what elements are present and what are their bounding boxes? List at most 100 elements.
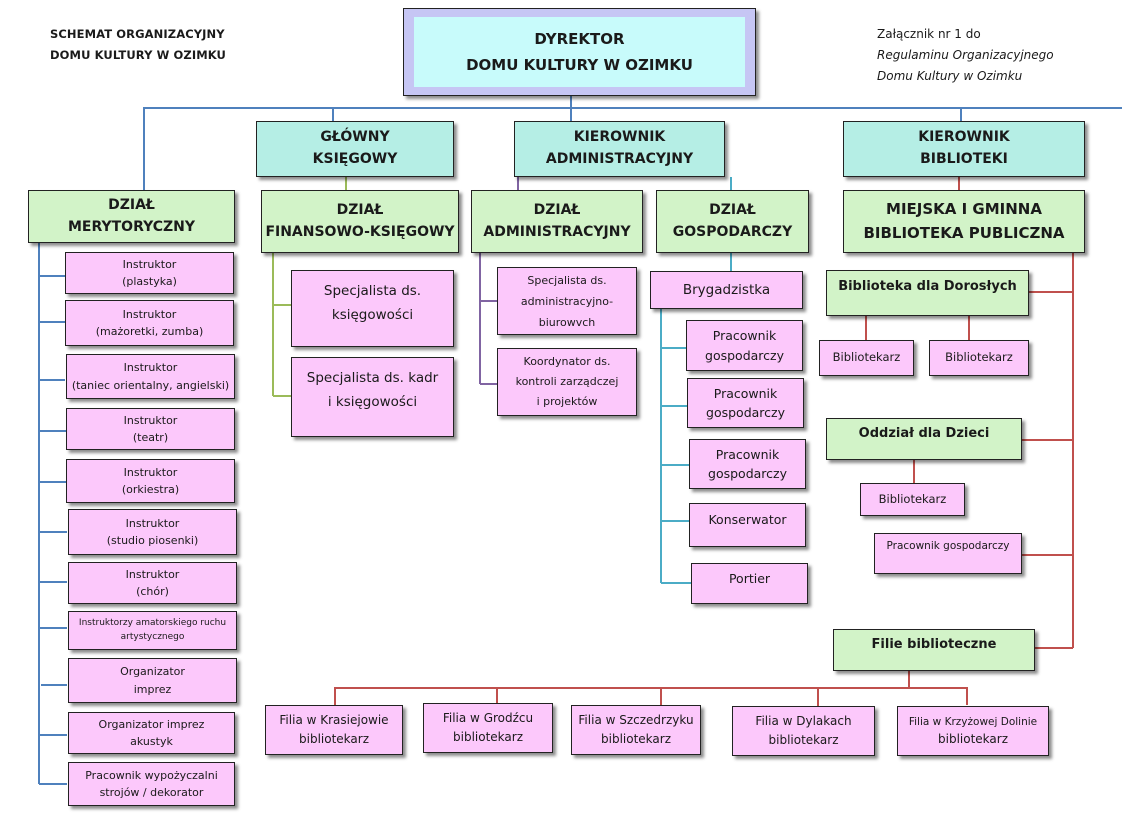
position-box[interactable]: Instruktor (mażoretki, zumba) xyxy=(65,300,234,346)
position-line-2: księgowości xyxy=(331,307,414,323)
position-line-1: Organizator imprez xyxy=(98,717,205,731)
position-line-1: Pracownik xyxy=(713,385,778,401)
position-box[interactable]: Specjalista ds. kadr i księgowości xyxy=(291,357,454,437)
position-line-1: Specjalista ds. xyxy=(527,273,607,287)
position-line-2: (taniec orientalny, angielski) xyxy=(71,378,230,392)
position-line-1: Portier xyxy=(728,571,771,586)
position-box[interactable]: Instruktor (studio piosenki) xyxy=(68,509,237,555)
children-branch-box[interactable]: Oddział dla Dzieci xyxy=(826,418,1022,460)
administracyjny-tree xyxy=(479,177,519,385)
dept-merytoryczny-box[interactable]: DZIAŁ MERYTORYCZNY xyxy=(28,190,235,243)
dept-biblioteka-box[interactable]: MIEJSKA I GMINNA BIBLIOTEKA PUBLICZNA xyxy=(843,190,1085,253)
branch-box[interactable]: Filia w Dylakach bibliotekarz xyxy=(732,706,875,756)
admin-manager-line-2: ADMINISTRACYJNY xyxy=(545,151,694,167)
position-line-2: gospodarczy xyxy=(708,466,787,481)
branch-box[interactable]: Filia w Szczedrzyku bibliotekarz xyxy=(571,705,701,755)
position-line-2: (teatr) xyxy=(132,431,169,444)
position-box[interactable]: Pracownik wypożyczalni strojów / dekorat… xyxy=(68,762,235,806)
dept-finansowy-line-1: DZIAŁ xyxy=(336,201,384,218)
library-manager-line-1: KIEROWNIK xyxy=(918,129,1010,146)
director-line-2: DOMU KULTURY W OZIMKU xyxy=(466,56,693,74)
position-box[interactable]: Pracownik gospodarczy xyxy=(687,378,804,428)
librarian-box[interactable]: Bibliotekarz xyxy=(819,340,914,376)
position-box[interactable]: Portier xyxy=(691,563,808,604)
dept-finansowy-box[interactable]: DZIAŁ FINANSOWO-KSIĘGOWY xyxy=(261,190,459,253)
position-line-2: (plastyka) xyxy=(122,275,177,288)
admin-manager-box[interactable]: KIEROWNIK ADMINISTRACYJNY xyxy=(514,121,725,177)
librarian-box[interactable]: Bibliotekarz xyxy=(860,483,965,516)
dept-biblioteka-line-2: BIBLIOTEKA PUBLICZNA xyxy=(863,223,1065,242)
branch-name: Filia w Grodźcu xyxy=(442,711,534,726)
position-line-1: Konserwator xyxy=(708,512,787,527)
position-box[interactable]: Organizator imprez akustyk xyxy=(68,712,235,754)
branch-role: bibliotekarz xyxy=(601,732,671,746)
branch-name: Filia w Szczedrzyku xyxy=(578,713,694,728)
dept-gospodarczy-box[interactable]: DZIAŁ GOSPODARCZY xyxy=(656,190,809,253)
librarian-box[interactable]: Bibliotekarz xyxy=(929,340,1029,376)
library-worker-box[interactable]: Pracownik gospodarczy xyxy=(874,533,1022,574)
merytoryczny-tree xyxy=(38,243,67,785)
position-line-3: i projektów xyxy=(536,395,598,408)
librarian-label: Bibliotekarz xyxy=(832,350,901,365)
position-line-2: gospodarczy xyxy=(706,405,785,420)
position-line-1: Instruktor xyxy=(122,307,177,321)
position-box[interactable]: Instruktorzy amatorskiego ruchu artystyc… xyxy=(68,611,237,650)
position-box[interactable]: Organizator imprez xyxy=(68,658,237,703)
position-box[interactable]: Pracownik gospodarczy xyxy=(686,320,803,371)
branch-box[interactable]: Filia w Krasiejowie bibliotekarz xyxy=(265,705,403,755)
position-box[interactable]: Konserwator xyxy=(689,503,806,547)
position-line-1: Instruktorzy amatorskiego ruchu xyxy=(78,617,227,628)
library-manager-line-2: BIBLIOTEKI xyxy=(920,151,1008,167)
dept-biblioteka-line-1: MIEJSKA I GMINNA xyxy=(886,200,1042,219)
position-box[interactable]: Instruktor (taniec orientalny, angielski… xyxy=(66,354,235,399)
library-worker-label: Pracownik gospodarczy xyxy=(886,540,1010,552)
position-line-2: (mażoretki, zumba) xyxy=(95,325,204,338)
foreman-box[interactable]: Brygadzistka xyxy=(650,271,803,309)
chief-accountant-line-1: GŁÓWNY xyxy=(320,129,390,146)
director-box[interactable]: DYREKTOR DOMU KULTURY W OZIMKU xyxy=(403,8,756,96)
library-manager-box[interactable]: KIEROWNIK BIBLIOTEKI xyxy=(843,121,1085,177)
position-box[interactable]: Instruktor (chór) xyxy=(68,562,237,604)
adults-library-box[interactable]: Biblioteka dla Dorosłych xyxy=(826,270,1029,316)
director-connectors xyxy=(143,96,1122,190)
position-line-1: Instruktor xyxy=(123,465,178,479)
position-line-1: Instruktor xyxy=(125,516,180,530)
dept-gospodarczy-line-2: GOSPODARCZY xyxy=(672,223,793,240)
branch-box[interactable]: Filia w Krzyżowej Dolinie bibliotekarz xyxy=(897,706,1049,756)
position-line-1: Instruktor xyxy=(125,567,180,581)
position-box[interactable]: Specjalista ds. księgowości xyxy=(291,270,454,347)
chief-accountant-box[interactable]: GŁÓWNY KSIĘGOWY xyxy=(256,121,454,177)
librarian-label: Bibliotekarz xyxy=(878,491,947,506)
branch-box[interactable]: Filia w Grodźcu bibliotekarz xyxy=(423,703,553,753)
position-box[interactable]: Koordynator ds. kontroli zarządczej i pr… xyxy=(497,348,637,416)
dept-administracyjny-line-1: DZIAŁ xyxy=(533,201,581,218)
position-line-1: Pracownik xyxy=(712,328,777,344)
position-box[interactable]: Instruktor (plastyka) xyxy=(65,252,234,294)
dept-merytoryczny-line-1: DZIAŁ xyxy=(108,196,155,213)
position-line-2: akustyk xyxy=(130,735,173,748)
position-line-2: strojów / dekorator xyxy=(99,786,204,799)
position-box[interactable]: Specjalista ds. administracyjno- biurowv… xyxy=(497,267,637,335)
title-line-1: SCHEMAT ORGANIZACYJNY xyxy=(50,27,225,41)
foreman-label: Brygadzistka xyxy=(682,281,771,298)
position-box[interactable]: Instruktor (orkiestra) xyxy=(66,459,235,503)
director-line-1: DYREKTOR xyxy=(534,30,625,48)
position-line-2: kontroli zarządczej xyxy=(515,375,619,388)
position-box[interactable]: Pracownik gospodarczy xyxy=(689,439,806,489)
document-title: SCHEMAT ORGANIZACYJNY DOMU KULTURY W OZI… xyxy=(50,24,226,66)
dept-finansowy-line-2: FINANSOWO-KSIĘGOWY xyxy=(265,223,455,240)
attachment-line-3: Domu Kultury w Ozimku xyxy=(877,69,1023,83)
position-line-1: Specjalista ds. xyxy=(323,283,422,299)
branch-role: bibliotekarz xyxy=(453,730,523,744)
gospodarczy-tree xyxy=(660,177,732,584)
position-line-1: Koordynator ds. xyxy=(523,355,611,368)
dept-administracyjny-box[interactable]: DZIAŁ ADMINISTRACYJNY xyxy=(471,190,643,253)
position-line-3: biurowvch xyxy=(538,315,596,329)
branch-name: Filia w Krasiejowie xyxy=(279,713,389,728)
branches-box[interactable]: Filie biblioteczne xyxy=(833,629,1035,671)
branch-name: Filia w Dylakach xyxy=(755,714,852,729)
librarian-label: Bibliotekarz xyxy=(945,350,1013,365)
position-line-2: imprez xyxy=(133,682,172,696)
position-box[interactable]: Instruktor (teatr) xyxy=(66,408,235,450)
